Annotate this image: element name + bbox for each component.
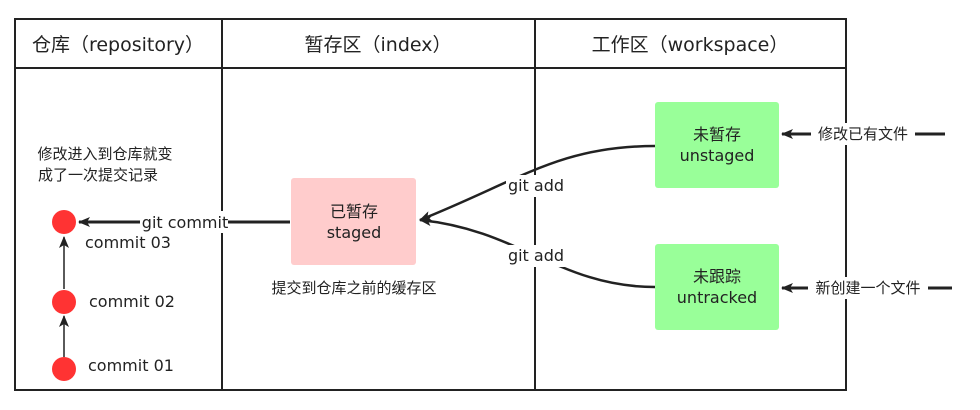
unstaged-box-line1: 未暂存	[693, 125, 741, 144]
git-commit-label-bg	[140, 211, 228, 233]
commit-02-dot	[52, 290, 76, 314]
untracked-box-line2: untracked	[677, 288, 757, 307]
create-new-label-bg	[808, 277, 928, 299]
commit-02-label: commit 02	[89, 292, 175, 311]
staged-box-line2: staged	[327, 223, 382, 242]
commit-03-label: commit 03	[85, 233, 171, 252]
diagram-frame	[14, 18, 847, 391]
git-add-label-1-bg	[506, 175, 566, 197]
unstaged-box-line2: unstaged	[680, 146, 755, 165]
header-index: 暂存区（index）	[305, 34, 452, 56]
repository-note-line1: 修改进入到仓库就变	[37, 145, 172, 163]
git-commit-label: git commit	[142, 213, 228, 232]
commit-01-label: commit 01	[88, 356, 174, 375]
git-add-label-2-bg	[506, 245, 566, 267]
modify-existing-label-bg	[811, 123, 915, 145]
git-add-label-2: git add	[508, 246, 564, 265]
header-workspace: 工作区（workspace）	[592, 34, 789, 56]
staged-box	[291, 178, 416, 265]
index-caption: 提交到仓库之前的缓存区	[271, 279, 436, 297]
staged-box-line1: 已暂存	[330, 202, 378, 221]
commit-03-dot	[52, 210, 76, 234]
repository-note-line2: 成了一次提交记录	[38, 166, 158, 184]
commit-01-dot	[52, 357, 76, 381]
untracked-box	[655, 244, 779, 330]
unstaged-box	[655, 102, 779, 188]
git-add-label-1: git add	[508, 176, 564, 195]
header-repository: 仓库（repository）	[32, 34, 204, 56]
modify-existing-label: 修改已有文件	[818, 125, 908, 143]
git-add-arrow-unstaged	[419, 144, 656, 222]
untracked-box-line1: 未跟踪	[693, 267, 741, 286]
create-new-label: 新创建一个文件	[815, 279, 920, 297]
